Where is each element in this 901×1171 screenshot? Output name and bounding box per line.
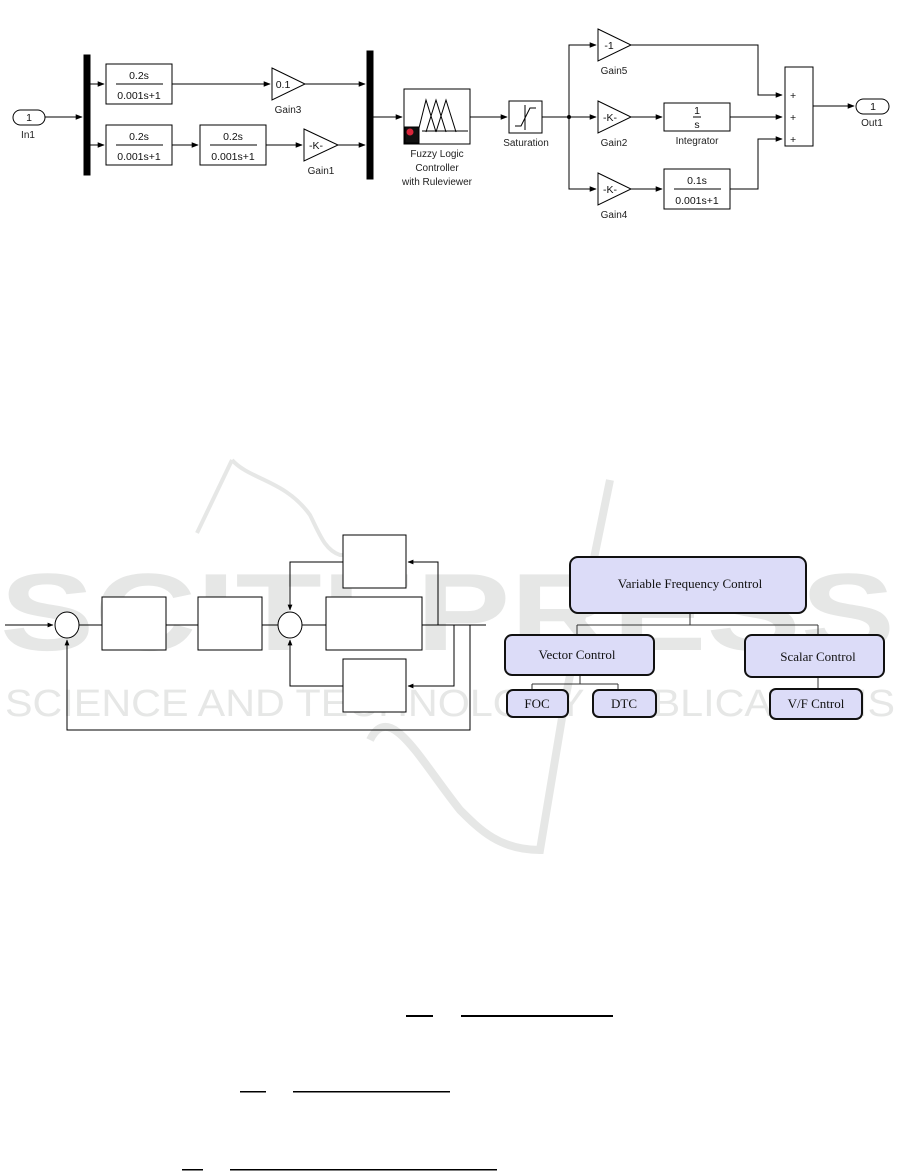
- tree-node-vector-control: [504, 634, 655, 676]
- wire: [287, 639, 343, 687]
- tf-b1-num: 0.2s: [129, 131, 149, 143]
- inport-label: In1: [21, 130, 35, 141]
- gain2-block[interactable]: [597, 100, 633, 134]
- wire: [631, 44, 783, 98]
- gain2-label: Gain2: [601, 138, 628, 149]
- summing-junction-2: [277, 611, 303, 639]
- watermark-logo: [195, 458, 345, 557]
- ruleviewer-star-icon: [406, 128, 414, 136]
- sum-sign-3: +: [790, 134, 796, 146]
- svg-text:Controller: Controller: [415, 163, 459, 174]
- tree-node-vf-control: [769, 688, 863, 720]
- gain1-value: -K-: [309, 140, 324, 152]
- block-plant: [325, 596, 423, 651]
- watermark-text-sub: SCIENCE AND TECHNOLOGY PUBLICATIONS: [5, 683, 895, 725]
- gain5-label: Gain5: [601, 66, 628, 77]
- wire: [568, 117, 597, 192]
- sum-sign-1: +: [790, 90, 796, 102]
- tree-node-scalar-control: [744, 634, 885, 678]
- gain3-label: Gain3: [275, 105, 302, 116]
- inport-number: 1: [26, 112, 32, 124]
- block-feedback-top: [342, 534, 407, 589]
- gain2-value: -K-: [603, 112, 618, 124]
- block-feedback-bottom: [342, 658, 407, 713]
- tf-b2-num: 0.2s: [223, 131, 243, 143]
- gain1-label: Gain1: [308, 166, 335, 177]
- equation-1-rhs-bar: [461, 1015, 613, 1017]
- tree-node-root: [569, 556, 807, 614]
- tf-deriv-num: 0.1s: [687, 175, 707, 187]
- sum-sign-2: +: [790, 112, 796, 124]
- fuzzy-label: Fuzzy Logic Controller with Ruleviewer: [401, 149, 473, 188]
- tf-b1-den: 0.001s+1: [117, 151, 161, 163]
- tf-deriv-den: 0.001s+1: [675, 195, 719, 207]
- equation-3-rhs-bar: [230, 1169, 497, 1171]
- gain4-label: Gain4: [601, 210, 628, 221]
- equation-2-lhs-bar: [240, 1091, 266, 1093]
- block-inverter: [197, 596, 263, 651]
- demux-block[interactable]: [83, 54, 91, 176]
- gain5-block[interactable]: [597, 28, 633, 62]
- wire: [568, 42, 597, 117]
- equation-1-lhs-bar: [406, 1015, 433, 1017]
- gain3-block[interactable]: [271, 67, 307, 101]
- watermark-logo-swoosh: [366, 479, 614, 855]
- integrator-label: Integrator: [676, 136, 719, 147]
- wire: [407, 625, 455, 689]
- control-methods-tree: Variable Frequency Control Vector Contro…: [504, 556, 885, 720]
- tf-top-num: 0.2s: [129, 70, 149, 82]
- sum-block[interactable]: [784, 66, 814, 147]
- svg-text:with Ruleviewer: with Ruleviewer: [401, 177, 473, 188]
- equations: [182, 1015, 613, 1171]
- fuzzy-membership-icon: [417, 98, 468, 133]
- saturation-label: Saturation: [503, 138, 549, 149]
- mux-block[interactable]: [366, 50, 374, 180]
- wire: [287, 561, 343, 611]
- wire: [730, 136, 783, 190]
- gain1-block[interactable]: [303, 128, 340, 162]
- gain5-value: -1: [604, 40, 613, 52]
- outport-number: 1: [870, 101, 876, 113]
- tree-scalar-label: Scalar Control: [780, 649, 856, 664]
- wire: [407, 559, 439, 625]
- block-controller: [101, 596, 167, 651]
- equation-2-rhs-bar: [293, 1091, 450, 1093]
- tree-root-label: Variable Frequency Control: [618, 576, 763, 591]
- simulink-diagram: 1 In1 0.2s 0.001s+1 0.1 Gain3 0.2s 0.001…: [12, 28, 890, 221]
- control-block-diagram: [5, 534, 486, 731]
- outport-block[interactable]: [855, 98, 890, 115]
- tree-foc-label: FOC: [524, 696, 549, 711]
- tf-top-den: 0.001s+1: [117, 90, 161, 102]
- tree-dtc-label: DTC: [611, 696, 637, 711]
- outport-label: Out1: [861, 118, 883, 129]
- tree-vector-label: Vector Control: [539, 647, 616, 662]
- summing-junction-1: [54, 611, 80, 639]
- wire: [64, 625, 471, 731]
- gain4-value: -K-: [603, 184, 618, 196]
- integrator-num: 1: [694, 105, 700, 117]
- tree-node-foc: [506, 689, 569, 718]
- integrator-den: s: [694, 119, 699, 131]
- gain4-block[interactable]: [597, 172, 633, 206]
- tree-node-dtc: [592, 689, 657, 718]
- tf-b2-den: 0.001s+1: [211, 151, 255, 163]
- svg-text:Fuzzy Logic: Fuzzy Logic: [410, 149, 463, 160]
- gain3-value: 0.1: [276, 79, 291, 91]
- tree-vf-label: V/F Cntrol: [788, 696, 845, 711]
- equation-3-lhs-bar: [182, 1169, 203, 1171]
